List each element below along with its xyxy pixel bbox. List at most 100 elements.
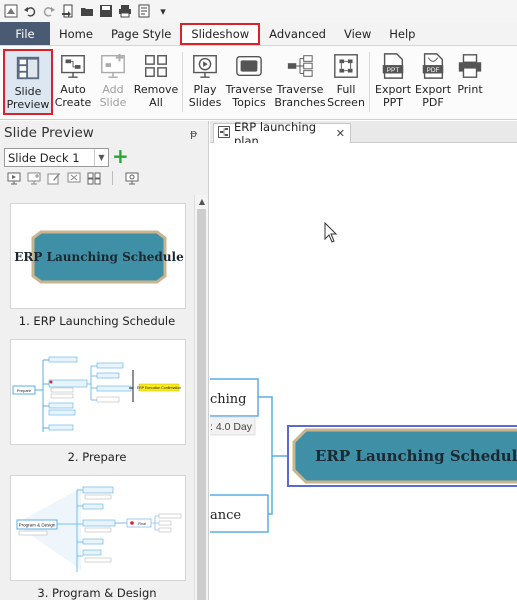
slide-2-preview: Prepare ERP Execution Confirmation [12,356,181,432]
export-ppt-label-2: PPT [383,96,403,109]
branch-topic-top-note [210,416,256,436]
traverse-branches-label-2: Branches [274,96,326,109]
slide-1-title: ERP Launching Schedule [14,250,184,264]
scrollbar-thumb[interactable] [197,209,206,600]
full-screen-button[interactable]: Full Screen [326,49,366,115]
auto-create-label-2: Create [54,96,92,109]
chevron-down-icon[interactable]: ▼ [94,149,108,166]
slide-preview-label-1: Slide [14,85,42,98]
tab-page-style[interactable]: Page Style [110,26,172,41]
slide-thumbnail-3[interactable]: Program & Design Final [10,475,186,581]
slide-preview-button[interactable]: Slide Preview [3,49,53,115]
slide-list-scrollbar[interactable]: ▲ [194,195,208,600]
edit-icon[interactable] [46,171,61,185]
print-icon[interactable] [118,4,132,18]
scroll-up-arrow-icon[interactable]: ▲ [198,196,206,206]
app-logo-icon[interactable] [4,4,18,18]
document-tab-bar: ERP launching plan ✕ [210,120,517,148]
export-ppt-button[interactable]: PPT Export PPT [373,49,413,115]
tab-view[interactable]: View [343,26,372,41]
menu-bar: File Home Page Style Slideshow Advanced … [0,22,517,46]
slide-deck-select[interactable]: Slide Deck 1 ▼ [4,148,109,167]
traverse-topics-label-2: Topics [232,96,266,109]
ribbon: Slide Preview Auto Create Add Slide Remo… [0,46,517,120]
add-slide-label-1: Add [102,83,124,96]
slide-thumbnail-2[interactable]: Prepare ERP Execution Confirmation [10,339,186,445]
customize-dropdown-icon[interactable]: ▾ [160,4,166,18]
panel-toolbar [6,171,139,185]
add-slide-button[interactable]: Add Slide [93,49,133,115]
add-slide-small-icon[interactable] [26,171,41,185]
mindmap-canvas[interactable]: ching : 4.0 Day ance ERP Launching Sched… [210,143,517,600]
remove-all-button[interactable]: Remove All [133,49,179,115]
play-slides-button[interactable]: Play Slides [186,49,224,115]
tab-file[interactable]: File [0,22,50,45]
delete-slide-icon[interactable] [66,171,81,185]
export-ppt-icon: PPT [378,51,408,81]
tab-home[interactable]: Home [59,26,93,41]
slide-preview-icon [13,53,43,83]
slide-3-center: Program & Design [19,523,56,528]
ribbon-separator [182,52,183,112]
pin-icon[interactable]: ᵽ [190,127,198,140]
tab-help[interactable]: Help [389,26,416,41]
remove-all-label-1: Remove [133,83,179,96]
slide-2-goal: ERP Execution Confirmation [137,386,181,390]
full-screen-label-2: Screen [327,96,365,109]
traverse-topics-label-1: Traverse [225,83,273,96]
traverse-topics-icon [234,51,264,81]
play-slides-label-1: Play [193,83,217,96]
tab-advanced[interactable]: Advanced [269,26,326,41]
full-screen-label-1: Full [336,83,356,96]
traverse-branches-label-1: Traverse [276,83,324,96]
ppt-badge-text: PPT [387,67,400,74]
play-slides-icon [190,51,220,81]
main-topic-text: ERP Launching Schedule [315,447,517,465]
slide-preview-panel: Slide Preview ᵽ Slide Deck 1 ▼ + ERP Lau… [0,121,209,600]
traverse-branches-button[interactable]: Traverse Branches [274,49,326,115]
redo-icon[interactable] [42,4,56,18]
auto-create-label-1: Auto [60,83,86,96]
open-folder-icon[interactable] [80,4,94,18]
full-screen-icon [331,51,361,81]
pdf-badge-text: PDF [426,67,439,74]
slide-label-2: 2. Prepare [67,450,127,464]
export-pdf-button[interactable]: PDF Export PDF [413,49,453,115]
slide-label-3: 3. Program & Design [37,586,157,600]
quick-access-toolbar: ▾ [0,0,517,22]
auto-create-button[interactable]: Auto Create [53,49,93,115]
tab-slideshow[interactable]: Slideshow [180,23,261,45]
new-file-icon[interactable] [61,4,75,18]
panel-title: Slide Preview [4,125,94,141]
traverse-branches-icon [285,51,315,81]
export-pdf-icon: PDF [418,51,448,81]
slide-thumbnail-1[interactable]: ERP Launching Schedule [10,203,186,309]
play-slides-label-2: Slides [188,96,222,109]
mindmap-drawing: ching : 4.0 Day ance ERP Launching Sched… [210,221,517,533]
remove-all-icon [141,51,171,81]
document-tab[interactable]: ERP launching plan ✕ [213,120,351,148]
slide-thumbnail-list: ERP Launching Schedule 1. ERP Launching … [0,193,194,600]
print-button[interactable]: Print [453,49,487,115]
branch-topic-top[interactable] [210,378,259,417]
close-icon[interactable]: ✕ [335,127,345,140]
traverse-topics-button[interactable]: Traverse Topics [224,49,274,115]
add-deck-button[interactable]: + [112,144,129,168]
auto-create-icon [58,51,88,81]
export-icon[interactable] [137,4,151,18]
slide-preview-label-2: Preview [6,98,50,111]
grid-icon[interactable] [86,171,101,185]
remove-all-label-2: All [149,96,163,109]
mindmap-file-icon [218,126,230,141]
add-slide-icon [98,51,128,81]
main-topic[interactable] [292,428,517,484]
play-icon[interactable] [6,171,21,185]
mouse-cursor-icon [324,221,338,243]
slide-1-preview: ERP Launching Schedule [14,230,184,284]
main-topic-selection-frame [287,425,517,487]
toolbar-separator [112,171,113,185]
save-icon[interactable] [99,4,113,18]
branch-topic-bottom[interactable] [210,494,269,533]
settings-slide-icon[interactable] [124,171,139,185]
undo-icon[interactable] [23,4,37,18]
